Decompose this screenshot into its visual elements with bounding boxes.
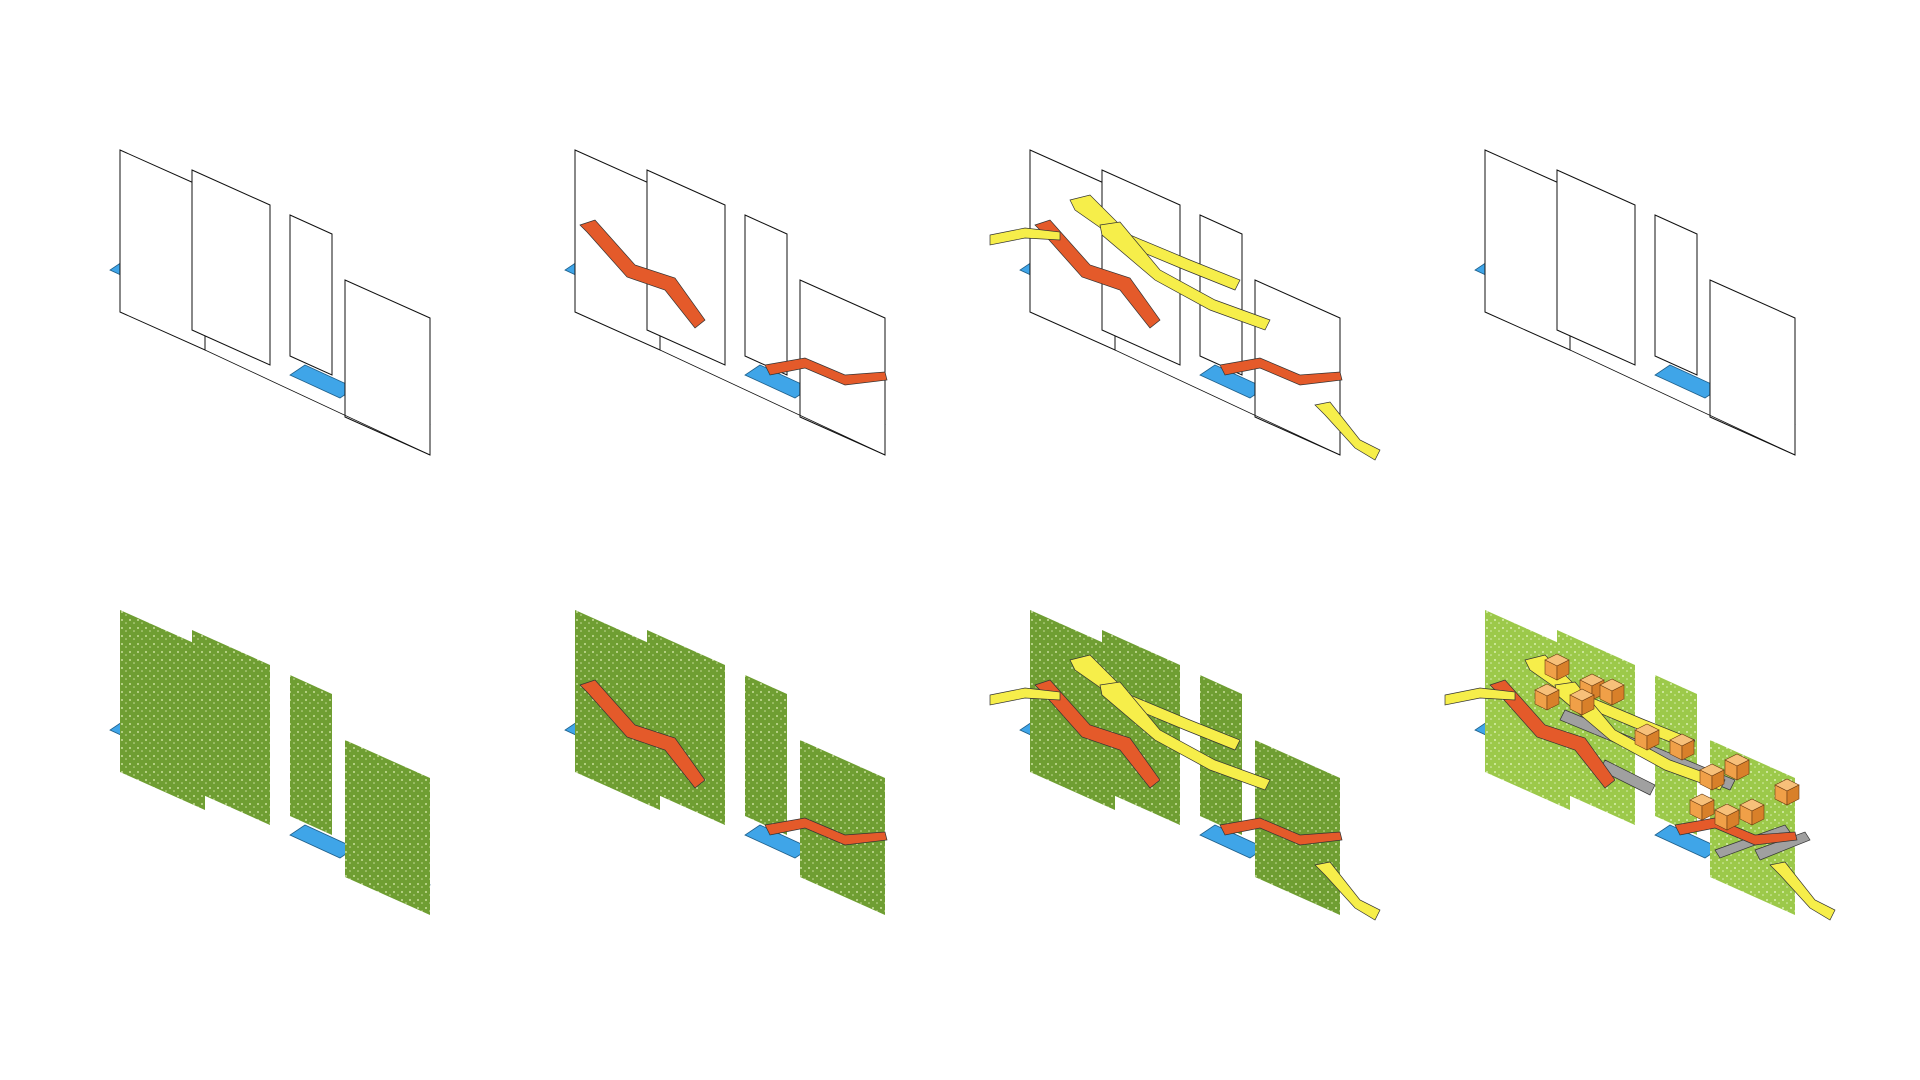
red-path (1034, 219, 1343, 386)
wall-outline-4 (344, 279, 431, 456)
panel-wall-outlines (60, 130, 500, 570)
wall-outline-2 (646, 169, 726, 366)
green-wall-4 (1255, 740, 1340, 915)
wall-outlines (574, 149, 886, 456)
pavilion-1 (1544, 653, 1570, 681)
base-line (1114, 349, 1341, 456)
water-pad-3 (1199, 364, 1266, 399)
wall-outlines (1484, 149, 1796, 456)
panel-wall-outlines-red-path (515, 130, 955, 570)
green-walls-svg (109, 610, 431, 915)
pavilion-9 (1724, 753, 1750, 781)
yellow-path-2 (1069, 654, 1241, 751)
green-walls (575, 610, 885, 915)
red-path-1 (1034, 679, 1161, 789)
red-path (579, 219, 888, 386)
panel-combined-with-pavilions (1425, 590, 1865, 1030)
wall-outlines (1029, 149, 1341, 456)
red-path-1 (1034, 219, 1161, 329)
pavilion-7 (1669, 733, 1695, 761)
pavilion-13 (1774, 778, 1800, 806)
green-walls (120, 610, 430, 915)
panel-green-walls-red-yellow-paths (970, 590, 1410, 1030)
water-pad-3 (289, 824, 356, 859)
water-pad-3 (1654, 364, 1721, 399)
yellow-path-1 (989, 687, 1061, 706)
red-path-2 (1219, 817, 1343, 846)
wall-outline-3 (744, 214, 788, 376)
green-walls-red-yellow-paths-svg (989, 610, 1381, 921)
wall-outlines-red-yellow-paths-svg (989, 149, 1381, 461)
wall-outline-4 (1709, 279, 1796, 456)
green-wall-3 (290, 675, 332, 835)
pavilion-12 (1739, 798, 1765, 826)
pavilion-3 (1534, 683, 1560, 711)
base-line (659, 349, 886, 456)
green-wall-4 (800, 740, 885, 915)
pavilion-6 (1634, 723, 1660, 751)
water-pad-3 (1654, 824, 1721, 859)
panel-wall-outlines-repeat (1425, 130, 1865, 570)
yellow-path-1 (989, 227, 1061, 246)
red-path-2 (1219, 357, 1343, 386)
water-pad-3 (744, 364, 811, 399)
yellow-path-2 (1069, 194, 1241, 291)
orange-pavilions (1534, 653, 1800, 831)
green-wall-3 (745, 675, 787, 835)
base-line (204, 349, 431, 456)
yellow-path-4 (1314, 401, 1381, 461)
panel-wall-outlines-red-yellow-paths (970, 130, 1410, 570)
wall-outlines-svg (109, 149, 431, 456)
red-path-2 (764, 357, 888, 386)
yellow-path (989, 194, 1381, 461)
yellow-path-4 (1314, 861, 1381, 921)
green-walls-red-path-svg (564, 610, 888, 915)
wall-outlines-repeat-svg (1474, 149, 1796, 456)
yellow-path-3 (1099, 681, 1271, 791)
red-path-1 (579, 679, 706, 789)
pavilion-5 (1599, 678, 1625, 706)
wall-outline-3 (1199, 214, 1243, 376)
wall-outlines (119, 149, 431, 456)
wall-outline-3 (289, 214, 333, 376)
water-pad-3 (744, 824, 811, 859)
yellow-path-1 (1444, 687, 1516, 706)
wall-outlines-red-path-svg (564, 149, 888, 456)
red-path (579, 679, 888, 846)
yellow-path (989, 654, 1381, 921)
red-path-1 (1489, 679, 1616, 789)
base-line (1569, 349, 1796, 456)
yellow-path (1444, 654, 1836, 921)
green-walls (1030, 610, 1340, 915)
green-wall-2 (192, 630, 270, 825)
combined-with-pavilions-svg (1444, 610, 1836, 921)
water-pad-3 (1199, 824, 1266, 859)
red-path-1 (579, 219, 706, 329)
green-wall-4 (345, 740, 430, 915)
yellow-path-4 (1769, 861, 1836, 921)
pavilion-11 (1714, 803, 1740, 831)
red-path-2 (764, 817, 888, 846)
wall-outline-2 (1556, 169, 1636, 366)
pavilion-10 (1689, 793, 1715, 821)
green-wall-3 (1200, 675, 1242, 835)
water-pad-3 (289, 364, 356, 399)
wall-outline-3 (1654, 214, 1698, 376)
panel-green-walls-red-path (515, 590, 955, 1030)
pavilion-4 (1569, 688, 1595, 716)
green-wall-2 (647, 630, 725, 825)
yellow-path-3 (1099, 221, 1271, 331)
red-path (1034, 679, 1343, 846)
panel-green-walls (60, 590, 500, 1030)
green-wall-1 (120, 610, 205, 810)
pavilion-8 (1699, 763, 1725, 791)
wall-outline-2 (191, 169, 271, 366)
